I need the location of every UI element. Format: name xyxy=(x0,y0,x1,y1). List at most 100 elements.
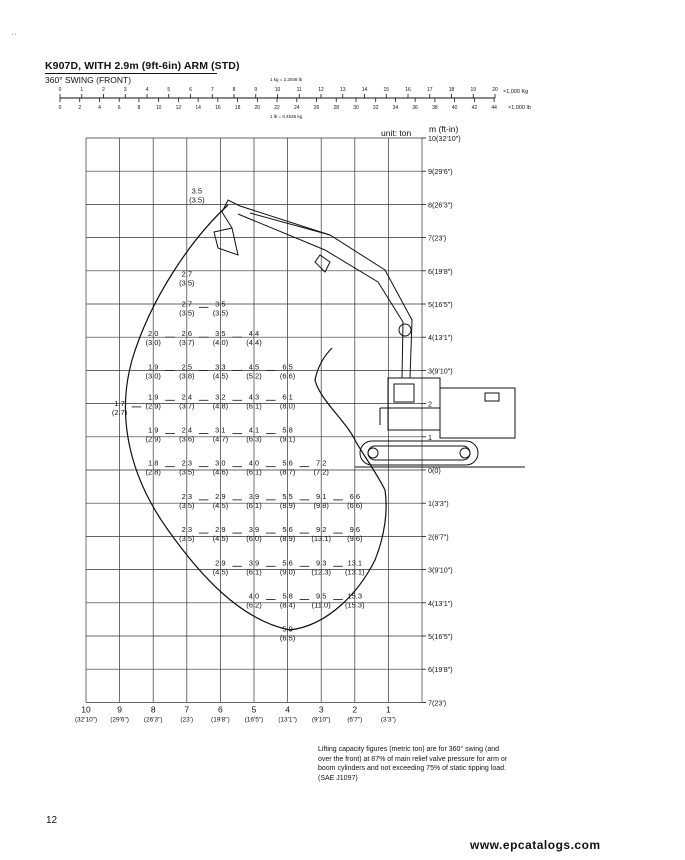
kg-tick-label: 1 xyxy=(80,87,83,93)
capacity-side-value: (3.5) xyxy=(179,501,195,510)
height-tick-label: 9(29'6") xyxy=(428,167,453,176)
lb-tick-label: 0 xyxy=(59,105,62,111)
lb-tick-label: 38 xyxy=(432,105,438,111)
capacity-side-value: (8.0) xyxy=(280,401,296,410)
capacity-front-value: 6.1 xyxy=(282,392,292,401)
capacity-side-value: (4.6) xyxy=(213,468,229,477)
height-tick-label: 5(16'5") xyxy=(428,300,453,309)
lb-tick-label: 34 xyxy=(393,105,399,111)
radius-axis: 10(32'10")9(29'6")8(26'3")7(23')6(19'8")… xyxy=(75,704,396,723)
capacity-side-value: (6.3) xyxy=(246,434,262,443)
capacity-front-value: 9.2 xyxy=(316,525,326,534)
capacity-side-value: (12.3) xyxy=(311,567,331,576)
kg-tick-label: 2 xyxy=(102,87,105,93)
capacity-front-value: 2.5 xyxy=(182,362,192,371)
unit-label: unit: ton xyxy=(381,128,412,138)
capacity-side-value: (9.6) xyxy=(347,534,363,543)
capacity-front-value: 3.5 xyxy=(215,299,225,308)
capacity-front-value: 2.3 xyxy=(182,492,192,501)
capacity-front-value: 2.3 xyxy=(182,459,192,468)
engine-hood-vent xyxy=(484,392,500,402)
capacity-side-value: (6.0) xyxy=(246,534,262,543)
boom-lower-edge xyxy=(239,205,413,379)
boom-pin xyxy=(398,323,412,337)
capacity-side-value: (6.2) xyxy=(246,600,262,609)
height-tick-label: 4(13'1") xyxy=(428,599,453,608)
capacity-side-value: (4.5) xyxy=(213,534,229,543)
kg-tick-label: 9 xyxy=(254,87,257,93)
radius-tick-sublabel: (13'1") xyxy=(278,716,297,723)
capacity-front-value: 4.3 xyxy=(249,392,259,401)
capacity-side-value: (6.6) xyxy=(347,501,363,510)
capacity-side-value: (8.4) xyxy=(280,600,296,609)
boom-upper-edge xyxy=(237,213,404,379)
capacity-front-value: 2.9 xyxy=(215,558,225,567)
capacity-side-value: (6.1) xyxy=(246,501,262,510)
radius-tick-label: 9 xyxy=(117,704,122,714)
capacity-front-value: 3.9 xyxy=(249,525,259,534)
capacity-front-value: 3.1 xyxy=(215,425,225,434)
kg-tick-label: 5 xyxy=(167,87,170,93)
capacity-side-value: (8.9) xyxy=(280,501,296,510)
capacity-front-value: 1.8 xyxy=(148,459,158,468)
lb-tick-label: 30 xyxy=(353,105,359,111)
capacity-side-value: (2.8) xyxy=(145,468,161,477)
radius-tick-sublabel: (23') xyxy=(180,716,193,723)
value-connectors xyxy=(131,306,343,600)
capacity-side-value: (6.6) xyxy=(280,371,296,380)
kg-tick-label: 8 xyxy=(233,87,236,93)
radius-tick-label: 2 xyxy=(352,704,357,714)
capacity-side-value: (6.5) xyxy=(280,634,296,643)
excavator-drawing xyxy=(213,199,525,468)
capacity-side-value: (3.8) xyxy=(179,371,195,380)
height-axis: 10(32'10")9(29'6")8(26'3")7(23')6(19'8")… xyxy=(422,134,461,707)
capacity-side-value: (4.5) xyxy=(213,371,229,380)
reach-envelope-curve xyxy=(124,204,387,631)
capacity-front-value: 7.2 xyxy=(316,459,326,468)
kg-tick-label: 16 xyxy=(405,87,411,93)
margin-marks: ' ' xyxy=(12,34,16,40)
track-inner xyxy=(367,445,471,461)
kg-tick-label: 0 xyxy=(59,87,62,93)
capacity-side-value: (4.8) xyxy=(213,401,229,410)
capacity-side-value: (3.7) xyxy=(179,401,195,410)
capacity-side-value: (3.5) xyxy=(179,308,195,317)
radius-tick-sublabel: (26'3") xyxy=(144,716,163,723)
sprocket-wheel xyxy=(459,447,471,459)
height-tick-label: 6(19'8") xyxy=(428,665,453,674)
capacity-side-value: (4.5) xyxy=(213,567,229,576)
capacity-front-value: 3.9 xyxy=(249,492,259,501)
capacity-front-value: 4.0 xyxy=(249,591,259,600)
radius-tick-label: 4 xyxy=(285,704,290,714)
radius-tick-sublabel: (29'6") xyxy=(110,716,129,723)
capacity-side-value: (9.8) xyxy=(313,501,329,510)
bucket xyxy=(213,227,239,256)
lb-unit: ×1,000 lb xyxy=(508,105,531,111)
capacity-front-value: 4.1 xyxy=(249,425,259,434)
capacity-side-value: (3.5) xyxy=(213,308,229,317)
capacity-front-value: 6.5 xyxy=(282,362,292,371)
kg-tick-label: 11 xyxy=(297,87,302,93)
lb-tick-label: 44 xyxy=(491,105,497,111)
capacity-side-value: (6.1) xyxy=(246,401,262,410)
capacity-front-value: 6.6 xyxy=(350,492,360,501)
capacity-side-value: (13.1) xyxy=(345,567,365,576)
lb-tick-label: 18 xyxy=(235,105,241,111)
capacity-front-value: 5.9 xyxy=(282,625,292,634)
capacity-front-value: 2.0 xyxy=(148,329,158,338)
capacity-front-value: 5.8 xyxy=(282,591,292,600)
capacity-front-value: 9.5 xyxy=(316,591,326,600)
capacity-side-value: (8.9) xyxy=(280,534,296,543)
lb-tick-label: 22 xyxy=(274,105,280,111)
reach-envelope xyxy=(124,204,387,631)
capacity-side-value: (11.0) xyxy=(312,600,332,609)
capacity-front-value: 3.9 xyxy=(249,558,259,567)
counterweight-body xyxy=(439,387,516,439)
height-tick-label: 7(23') xyxy=(428,234,446,243)
lb-tick-label: 40 xyxy=(452,105,458,111)
radius-tick-label: 10 xyxy=(81,704,91,714)
capacity-side-value: (8.7) xyxy=(280,468,296,477)
axis-unit-label: m (ft-in) xyxy=(429,124,459,134)
swing-subtitle: 360° SWING (FRONT) xyxy=(45,75,132,85)
capacity-front-value: 2.6 xyxy=(182,329,192,338)
